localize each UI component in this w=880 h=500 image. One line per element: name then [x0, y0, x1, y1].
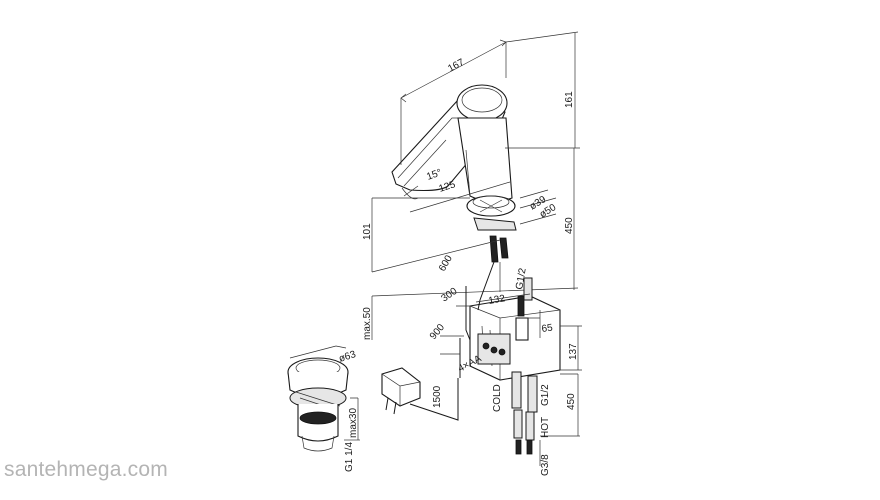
dim-g38: G3/8 [540, 454, 551, 476]
dim-max50: max.50 [362, 307, 373, 340]
dim-300: 300 [439, 286, 459, 305]
dim-137: 137 [568, 343, 579, 360]
faucet-dimension-lines [371, 31, 580, 340]
box-dimension-lines [440, 293, 582, 466]
power-adapter [381, 367, 421, 415]
dim-450-top: 450 [564, 217, 575, 234]
dim-900: 900 [428, 322, 447, 342]
dim-101: 101 [362, 223, 373, 240]
dim-63: ø63 [338, 349, 358, 365]
dim-g12-bottom: G1/2 [540, 384, 551, 406]
hoses [409, 261, 538, 455]
dim-132: 132 [488, 293, 507, 307]
dim-1500: 1500 [432, 385, 443, 408]
dim-15deg: 15° [425, 167, 443, 183]
dim-g12-top: G1/2 [514, 267, 529, 291]
dimension-labels: 167 161 15° 125 ø39 ø50 101 450 600 G1/2… [338, 57, 579, 476]
dim-161: 161 [564, 91, 575, 108]
dim-65: 65 [541, 322, 554, 335]
dim-167: 167 [446, 57, 466, 75]
faucet-body [391, 84, 517, 263]
dim-125: 125 [438, 179, 458, 195]
watermark: santehmega.com [4, 458, 168, 481]
control-box [469, 295, 561, 381]
label-hot: HOT [540, 417, 551, 438]
dim-600: 600 [437, 253, 455, 273]
label-cold: COLD [492, 384, 503, 412]
dim-max30: max30 [348, 408, 359, 438]
dim-g114: G1 1/4 [344, 442, 355, 472]
dim-450-bottom: 450 [566, 393, 577, 410]
drain-waste [287, 345, 360, 452]
